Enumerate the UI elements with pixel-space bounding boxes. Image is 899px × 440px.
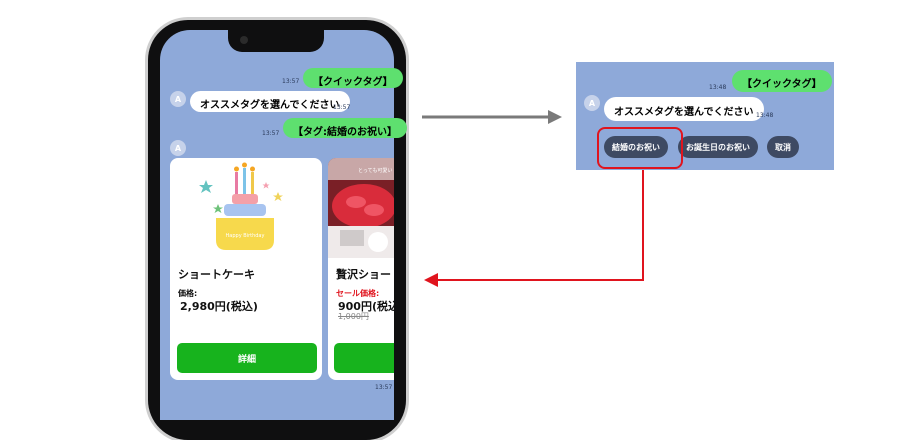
outgoing-message: 【クイックタグ】 xyxy=(303,68,403,88)
phone-notch xyxy=(228,30,324,52)
flow-arrows xyxy=(422,110,644,287)
camera-icon xyxy=(240,36,248,44)
product-price: 2,980円(税込) xyxy=(180,300,258,313)
cake-caption: Happy Birthday xyxy=(226,233,265,239)
gray-arrow xyxy=(422,110,562,124)
photo-caption: とっても可愛い xyxy=(358,167,392,174)
message-time: 13:57 xyxy=(282,78,300,85)
message-time: 13:48 xyxy=(709,84,727,91)
message-time: 13:57 xyxy=(333,104,351,111)
bot-avatar: A xyxy=(170,91,186,107)
sale-price-label: セール価格: xyxy=(336,289,380,298)
outgoing-message: 【クイックタグ】 xyxy=(732,70,832,92)
red-arrow xyxy=(424,170,644,287)
incoming-message: オススメタグを選んでください xyxy=(604,97,764,121)
quick-reply-wedding[interactable]: 結婚のお祝い xyxy=(604,136,668,158)
message-time: 13:48 xyxy=(756,112,774,119)
original-price: 1,000円 xyxy=(338,312,369,321)
strawberry-cake-photo: とっても可愛い xyxy=(328,158,394,258)
product-price: 900円(税込 xyxy=(338,300,394,313)
price-label: 価格: xyxy=(178,289,198,298)
outgoing-message: 【タグ:結婚のお祝い】 xyxy=(283,118,407,138)
message-time: 13:57 xyxy=(262,130,280,137)
bot-avatar: A xyxy=(170,140,186,156)
bot-avatar: A xyxy=(584,95,600,111)
message-time: 13:57 xyxy=(375,384,393,391)
product-title: 贅沢ショート xyxy=(336,268,394,281)
detail-button[interactable] xyxy=(334,343,394,373)
selection-highlight xyxy=(597,127,683,169)
incoming-message: オススメタグを選んでください xyxy=(190,91,350,112)
product-title: ショートケーキ xyxy=(178,268,255,281)
quick-reply-cancel[interactable]: 取消 xyxy=(767,136,799,158)
detail-button[interactable]: 詳細 xyxy=(177,343,317,373)
quick-reply-birthday[interactable]: お誕生日のお祝い xyxy=(678,136,758,158)
cake-illustration: Happy Birthday xyxy=(199,162,283,250)
